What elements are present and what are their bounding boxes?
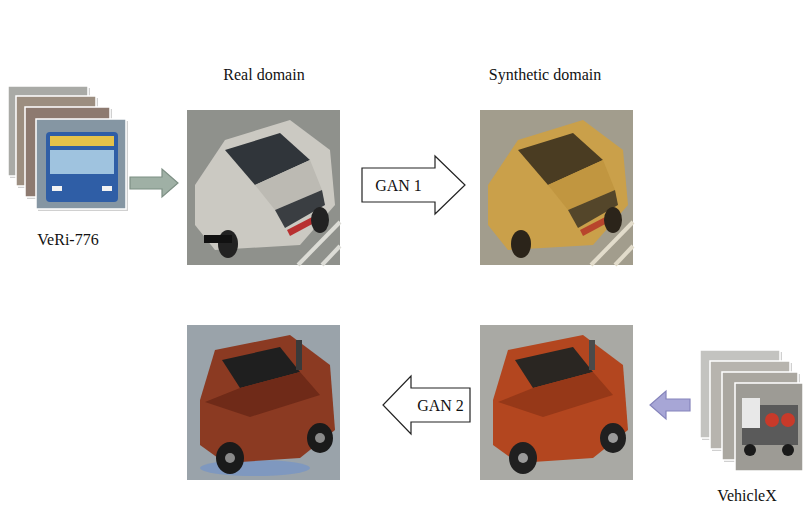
truck-tank [781, 413, 795, 427]
domain-panel: Synthetic domain [418, 10, 672, 510]
truck-tank [765, 413, 779, 427]
image-shadow [38, 121, 128, 211]
truck-wheel [782, 444, 794, 456]
bus-window [50, 150, 114, 174]
stack-image [36, 119, 126, 209]
truck-cab [742, 398, 760, 428]
dataset-stack: VehicleX [690, 345, 804, 508]
truck-wheel [744, 444, 756, 456]
bus-sign [50, 136, 114, 146]
edge-label: GAN 2 [415, 397, 466, 414]
stack-image [735, 383, 803, 471]
edge-label: GAN 1 [373, 177, 424, 194]
domain-panel: Real domain [150, 10, 378, 510]
panel-title: Synthetic domain [485, 65, 605, 84]
panel-title: Real domain [219, 65, 308, 84]
bus-light [52, 186, 62, 191]
dataset-label: VehicleX [713, 486, 781, 505]
dataset-stack: VeRi-776 [6, 82, 130, 252]
bus-light [102, 186, 112, 191]
bus-body [46, 132, 118, 202]
dataset-label: VeRi-776 [33, 230, 102, 249]
